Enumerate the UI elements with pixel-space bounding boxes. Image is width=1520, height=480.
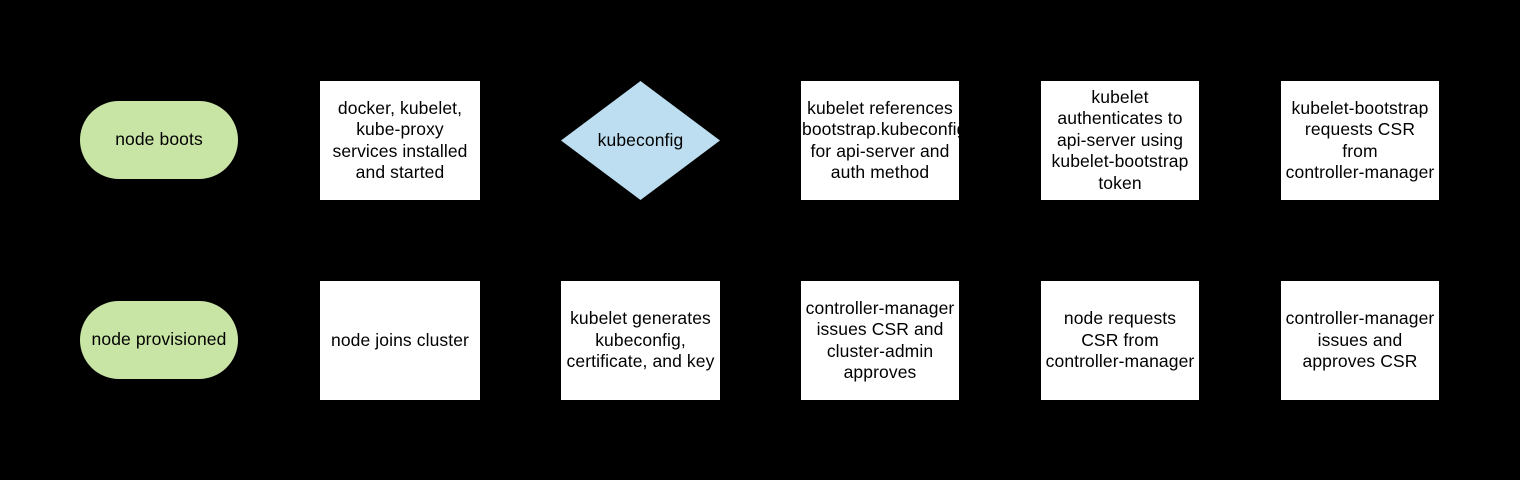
- flow-node-label-controller-manager-issues-csr: controller-manager issues CSR and cluste…: [805, 297, 955, 383]
- flow-node-label-kubelet-generates: kubelet generates kubeconfig, certificat…: [566, 308, 715, 372]
- flow-node-label-node-joins-cluster: node joins cluster: [331, 329, 469, 350]
- flow-node-node-requests-csr[interactable]: node requests CSR from controller-manage…: [1041, 281, 1199, 400]
- flow-node-label-node-boots: node boots: [115, 129, 203, 150]
- flow-node-label-services-installed: docker, kubelet, kube-proxy services ins…: [332, 97, 468, 183]
- flow-node-kubelet-generates[interactable]: kubelet generates kubeconfig, certificat…: [561, 281, 720, 400]
- flow-node-label-kubelet-authenticates: kubelet authenticates to api-server usin…: [1051, 86, 1189, 193]
- flow-node-label-kubelet-bootstrap-requests-csr: kubelet-bootstrap requests CSR from cont…: [1285, 97, 1435, 183]
- flow-node-controller-manager-approves[interactable]: controller-manager issues and approves C…: [1281, 281, 1439, 400]
- flow-node-label-node-requests-csr: node requests CSR from controller-manage…: [1045, 308, 1195, 372]
- flow-node-controller-manager-issues-csr[interactable]: controller-manager issues CSR and cluste…: [801, 281, 959, 400]
- flow-node-node-provisioned[interactable]: node provisioned: [80, 301, 238, 379]
- flow-node-kubelet-authenticates[interactable]: kubelet authenticates to api-server usin…: [1041, 81, 1199, 200]
- flow-node-label-controller-manager-approves: controller-manager issues and approves C…: [1285, 308, 1435, 372]
- flow-node-label-node-provisioned: node provisioned: [91, 329, 227, 350]
- flow-node-label-kubeconfig: kubeconfig: [597, 129, 684, 150]
- flow-node-kubeconfig[interactable]: kubeconfig: [561, 81, 720, 200]
- flow-node-node-boots[interactable]: node boots: [80, 101, 238, 179]
- flow-node-label-kubelet-references-bootstrap: kubelet references bootstrap.kubeconfig …: [802, 97, 967, 183]
- flow-node-node-joins-cluster[interactable]: node joins cluster: [320, 281, 480, 400]
- flow-node-kubelet-references-bootstrap[interactable]: kubelet references bootstrap.kubeconfig …: [801, 81, 967, 200]
- flow-node-kubelet-bootstrap-requests-csr[interactable]: kubelet-bootstrap requests CSR from cont…: [1281, 81, 1439, 200]
- flow-node-services-installed[interactable]: docker, kubelet, kube-proxy services ins…: [320, 81, 480, 200]
